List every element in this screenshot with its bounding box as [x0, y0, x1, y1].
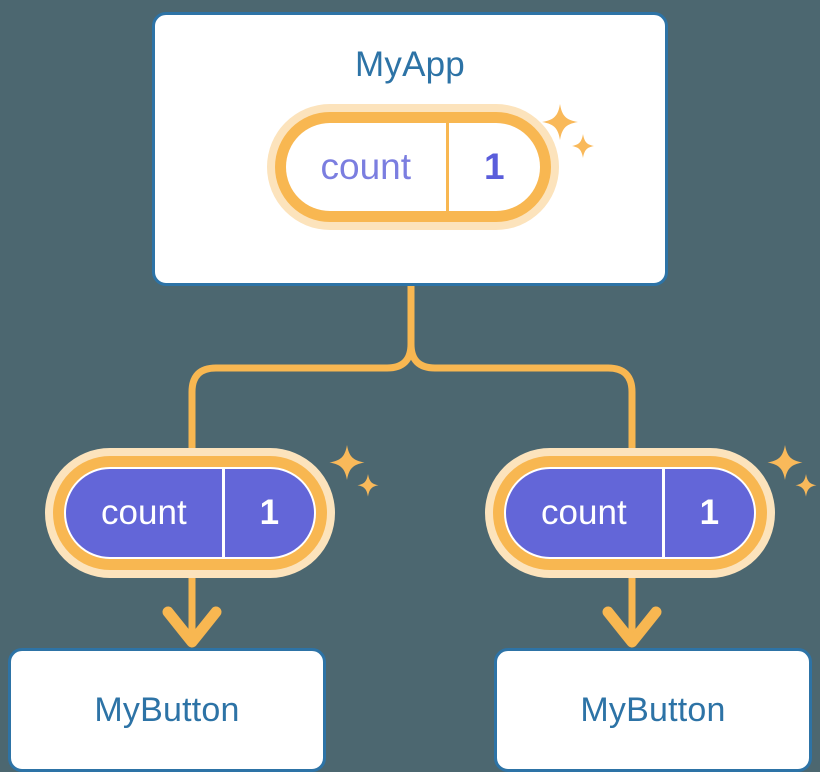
pill-body: count 1 — [286, 123, 540, 211]
state-value: 1 — [483, 146, 505, 187]
state-pill-root: count 1 — [267, 104, 559, 230]
state-key: count — [286, 123, 449, 211]
page-title: MyApp — [355, 45, 465, 84]
connector-branch-left — [188, 343, 415, 448]
node-label: MyButton — [580, 690, 726, 729]
state-value: 1 — [259, 493, 280, 532]
state-pill-child-right: count 1 — [485, 448, 775, 578]
state-value: 1 — [699, 493, 720, 532]
pill-body: count 1 — [64, 467, 316, 559]
arrow-left-head-icon — [162, 606, 222, 648]
connector-branch-right — [407, 343, 636, 448]
node-mybutton-card-left: MyButton — [8, 648, 326, 772]
state-key: count — [506, 469, 665, 557]
pill-body: count 1 — [504, 467, 756, 559]
arrow-right-head-icon — [602, 606, 662, 648]
state-pill-child-left: count 1 — [45, 448, 335, 578]
node-mybutton-card-right: MyButton — [494, 648, 812, 772]
state-key: count — [66, 469, 225, 557]
node-label: MyButton — [94, 690, 240, 729]
